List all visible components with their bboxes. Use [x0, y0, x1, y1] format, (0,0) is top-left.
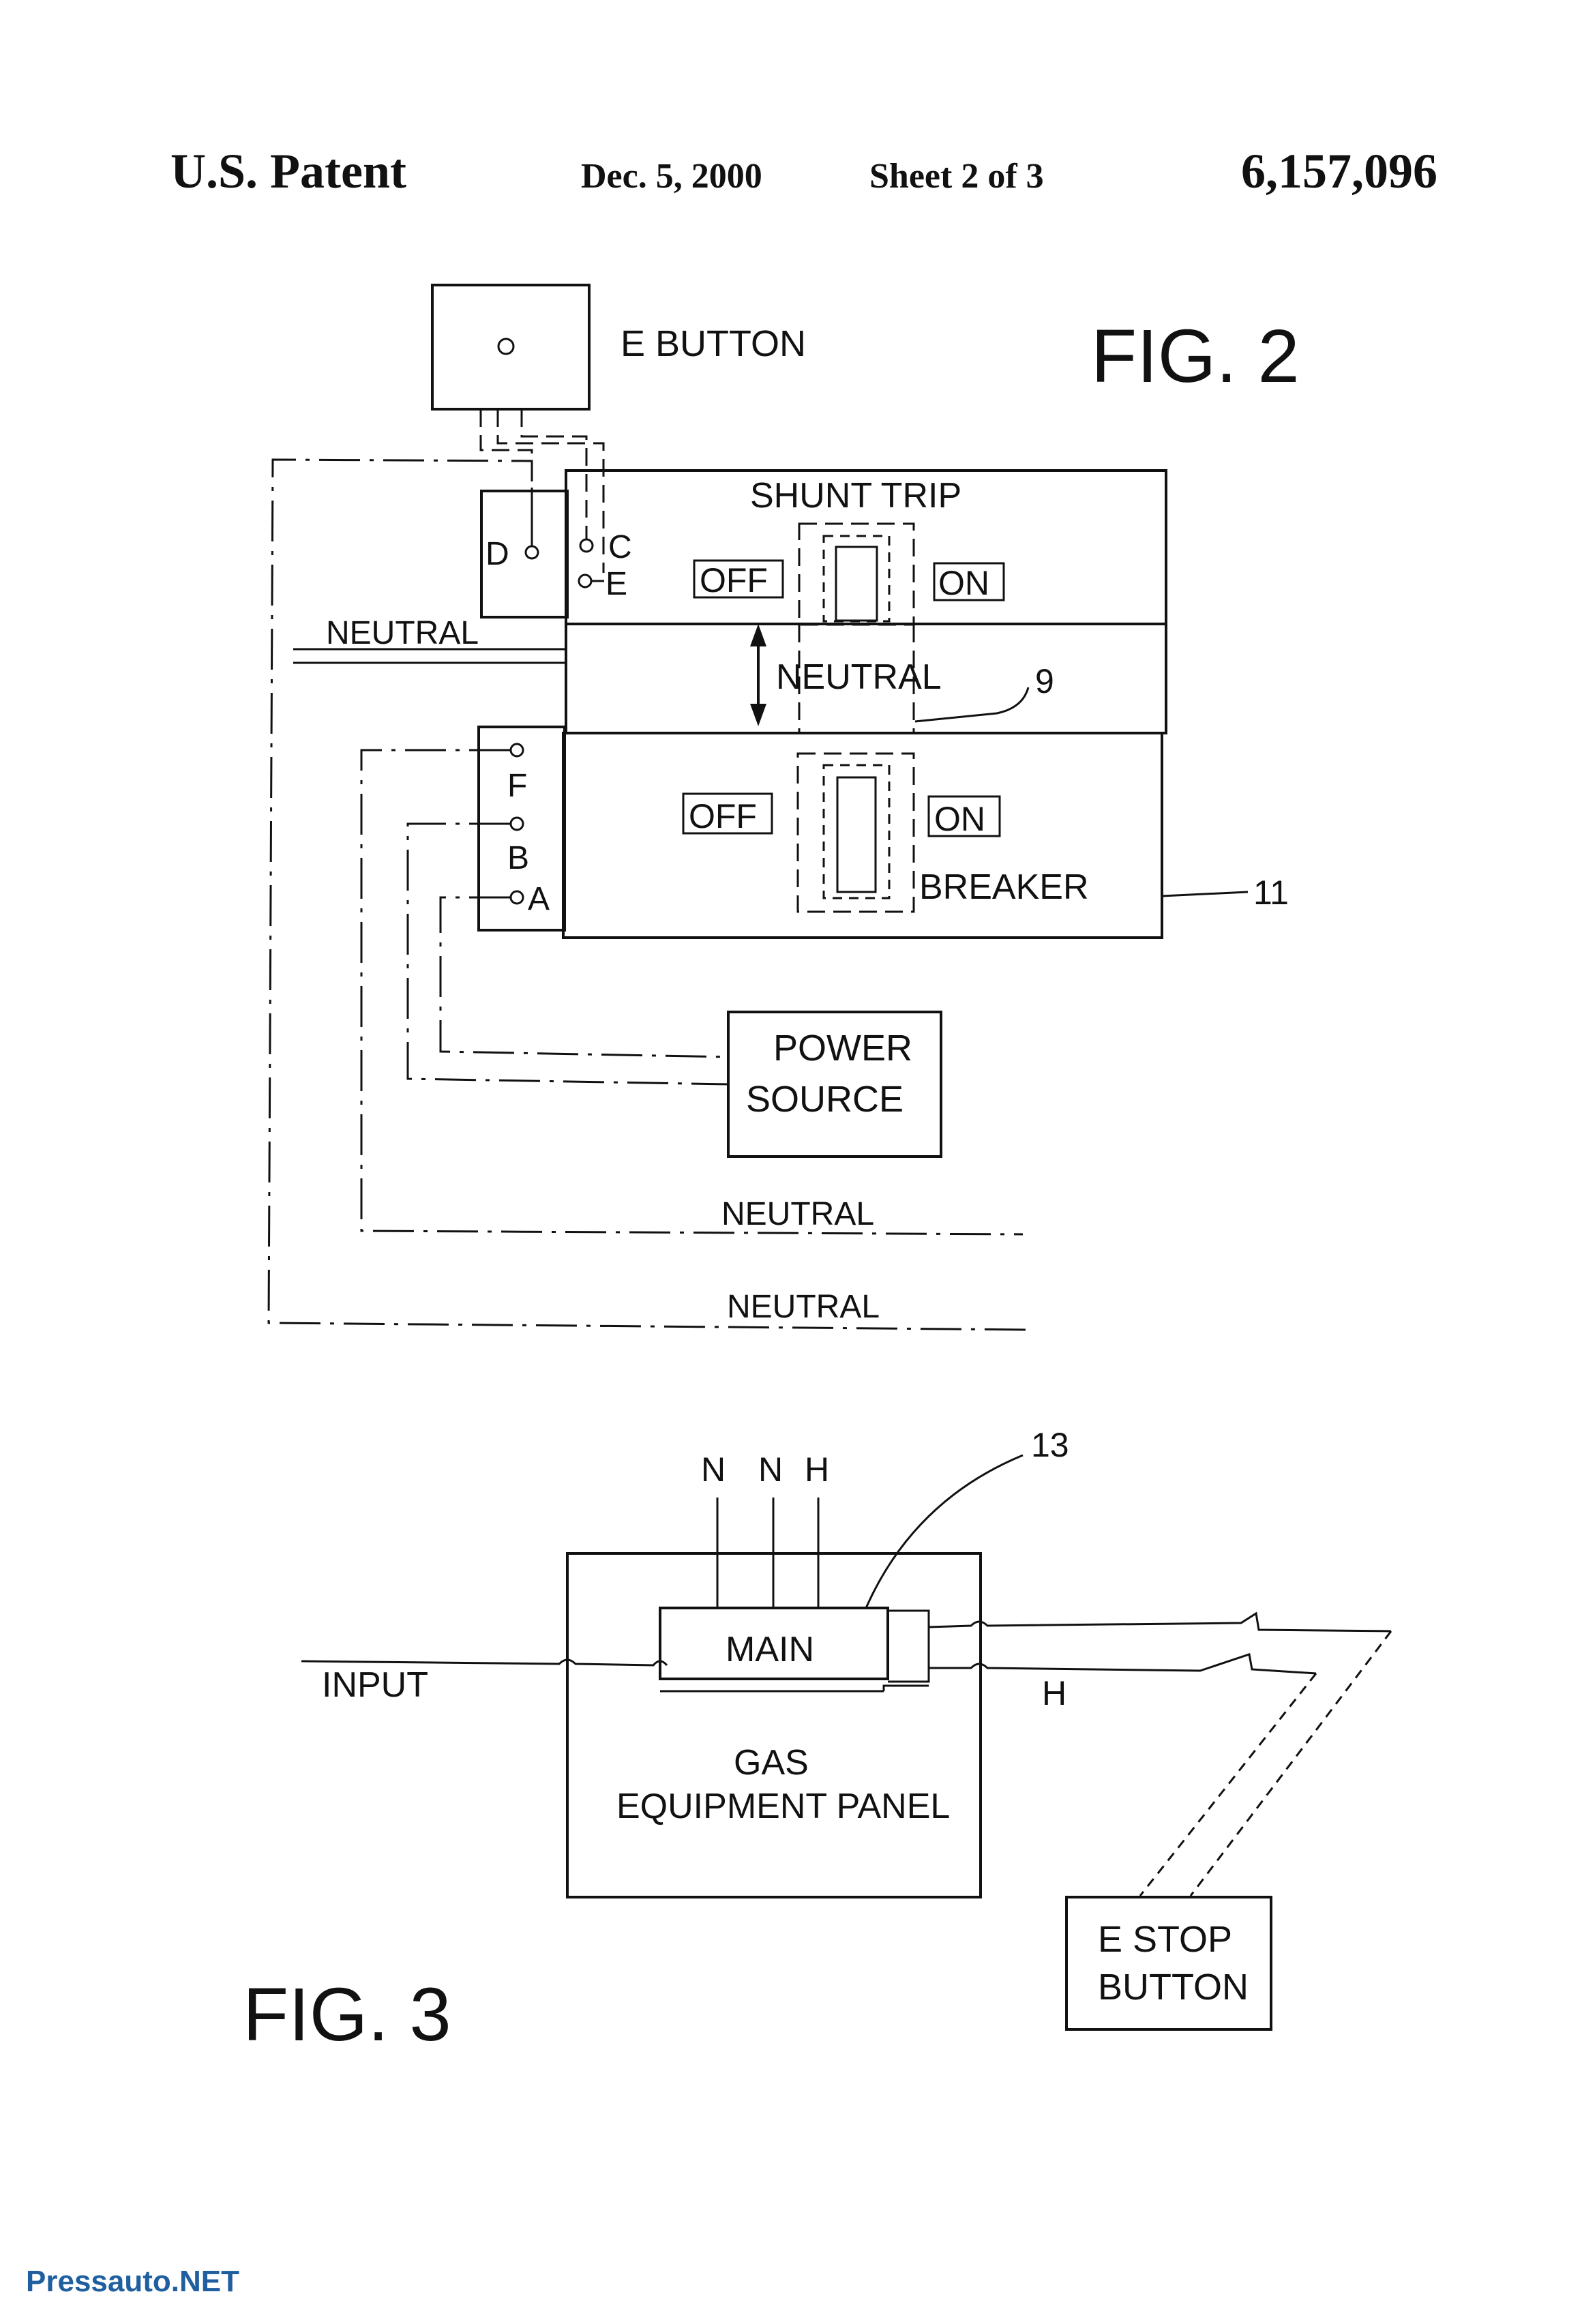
fig3-h-top-label: H [805, 1450, 829, 1489]
h-right-label: H [1042, 1674, 1066, 1712]
e-button-label: E BUTTON [621, 323, 806, 364]
patent-header: U.S. Patent Dec. 5, 2000 Sheet 2 of 3 6,… [170, 144, 1437, 198]
neutral-mid-label: NEUTRAL [776, 657, 942, 697]
terminal-D-label: D [486, 536, 509, 572]
terminal-C [579, 538, 594, 553]
e-button-dot [497, 338, 515, 355]
terminal-E [578, 573, 593, 589]
terminal-A [509, 890, 524, 905]
ref-11-leader [1161, 891, 1249, 897]
main-breaker-right [888, 1609, 930, 1683]
neutral-left-label: NEUTRAL [326, 615, 479, 651]
on-bottom-label: ON [934, 800, 985, 838]
out-wire-upper [928, 1611, 1392, 1633]
panel-label-1: GAS [734, 1743, 809, 1783]
terminal-B-label: B [507, 840, 529, 876]
off-bottom-box [682, 792, 773, 835]
input-label: INPUT [322, 1665, 428, 1705]
off-bottom-label: OFF [689, 797, 757, 835]
terminal-B [509, 816, 524, 831]
neutral-arrow-head-down [750, 704, 766, 726]
panel-label-2: EQUIPMENT PANEL [616, 1787, 950, 1826]
e-stop-label-1: E STOP [1098, 1919, 1232, 1960]
wire-D-neutral [267, 458, 1030, 1331]
terminal-F [509, 743, 524, 758]
e-button-wire-1 [479, 409, 533, 546]
wire-F-neutral [360, 749, 1024, 1236]
ref-9-label: 9 [1035, 662, 1054, 700]
off-top-box [693, 559, 784, 599]
terminal-block-bottom [477, 726, 566, 932]
terminal-A-label: A [528, 881, 550, 917]
ref-11-label: 11 [1253, 874, 1289, 912]
on-top-label: ON [938, 564, 989, 602]
ref-9-leader [914, 687, 1030, 723]
terminal-F-label: F [507, 768, 527, 804]
fig3-caption: FIG. 3 [243, 1973, 451, 2057]
header-us-patent: U.S. Patent [170, 144, 406, 198]
e-button-wire-3 [496, 409, 605, 573]
figure-3: FIG. 3 N N H 13 GAS EQUIPMENT PANEL MAIN… [243, 1426, 1392, 2057]
fig2-caption: FIG. 2 [1091, 314, 1300, 398]
terminal-E-label: E [606, 566, 627, 602]
main-breaker-right-2 [882, 1684, 929, 1691]
power-source-line-1: POWER [773, 1028, 912, 1069]
terminal-C-label: C [608, 529, 632, 565]
breaker-box [562, 732, 1163, 939]
breaker-handle-outer [796, 752, 915, 913]
terminal-D [524, 545, 539, 560]
estop-link-2 [1139, 1673, 1317, 1896]
e-button-box [431, 284, 591, 411]
estop-link-1 [1189, 1630, 1392, 1896]
power-source-line-2: SOURCE [746, 1079, 904, 1120]
e-stop-button-box [1065, 1896, 1272, 2031]
wire-A-to-power [439, 896, 729, 1058]
watermark-text: Pressauto.NET [26, 2265, 239, 2298]
neutral-bottom-label-1: NEUTRAL [721, 1196, 874, 1232]
neutral-arrow-head-up [750, 624, 766, 646]
fig3-n2-label: N [758, 1450, 783, 1489]
e-stop-label-2: BUTTON [1098, 1967, 1249, 2008]
main-label: MAIN [726, 1630, 814, 1669]
breaker-handle-core [836, 776, 877, 893]
off-top-label: OFF [700, 561, 768, 599]
on-bottom-box [927, 795, 1001, 837]
breaker-label: BREAKER [919, 867, 1089, 907]
ref-13-label: 13 [1031, 1426, 1069, 1464]
header-sheet: Sheet 2 of 3 [869, 157, 1044, 196]
shunt-trip-label: SHUNT TRIP [750, 476, 961, 516]
main-breaker-box [659, 1607, 889, 1680]
out-wire-lower [929, 1653, 1317, 1675]
wire-B-to-power [406, 822, 729, 1086]
header-date: Dec. 5, 2000 [581, 157, 762, 196]
shunt-handle-core [835, 546, 878, 622]
fig3-n1-label: N [701, 1450, 726, 1489]
figure-2: FIG. 2 E BUTTON SHUNT TRIP D C E OFF ON … [267, 284, 1300, 1331]
breaker-handle-inner [822, 764, 891, 899]
on-top-box [933, 562, 1005, 601]
ref-13-leader [865, 1454, 1024, 1609]
header-patent-number: 6,157,096 [1241, 144, 1437, 198]
neutral-bottom-label-2: NEUTRAL [727, 1289, 880, 1325]
input-line [301, 1658, 668, 1667]
e-button-wire-2 [520, 409, 588, 546]
shunt-handle-inner [822, 535, 891, 623]
terminal-block-top [480, 490, 569, 619]
gas-equipment-panel [566, 1552, 982, 1898]
shunt-handle-outer [798, 522, 915, 626]
